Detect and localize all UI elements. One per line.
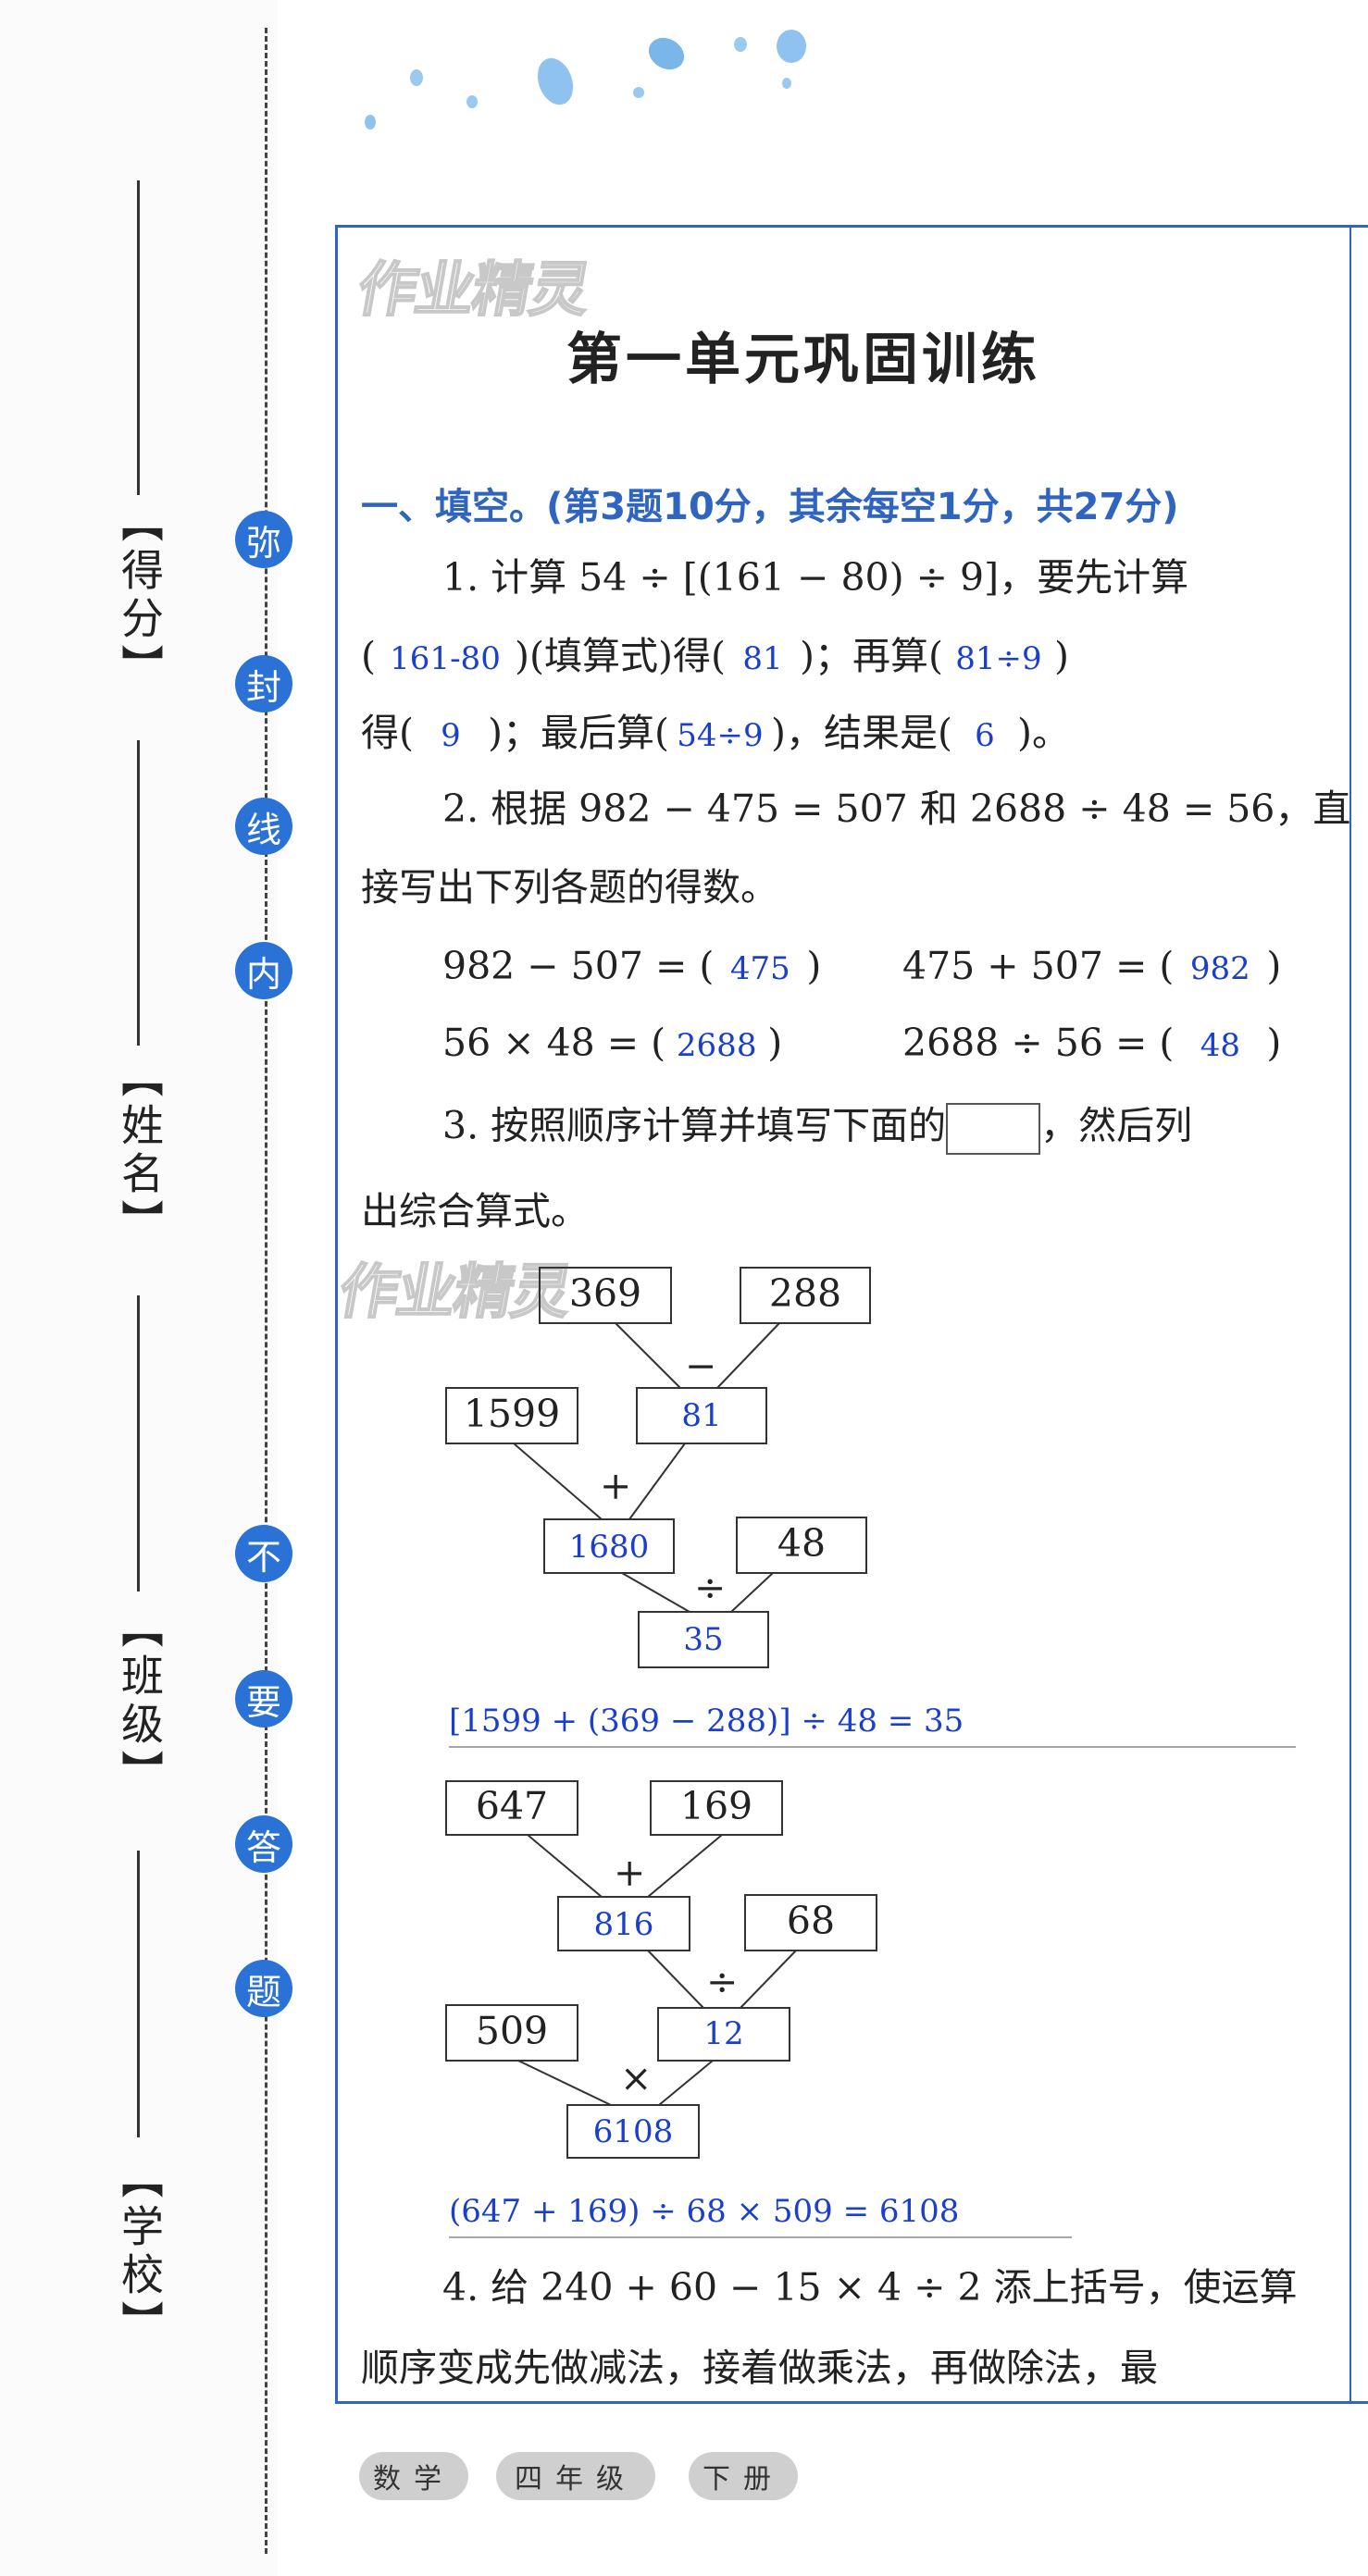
seal-char: 题	[235, 1960, 292, 2017]
tree-node: 509	[475, 2009, 549, 2053]
tree-answer: 81	[681, 1397, 722, 1434]
seal-char: 要	[235, 1670, 292, 1728]
q2-expr2: 475 + 507 = (982)	[902, 944, 1282, 988]
tree-operator: +	[600, 1464, 632, 1508]
answer-value: 48	[1200, 1027, 1240, 1064]
margin-rule	[137, 1851, 140, 2137]
answer-value: 475	[729, 950, 790, 987]
tree-answer: 12	[703, 2015, 744, 2052]
q4-line2: 顺序变成先做减法，接着做乘法，再做除法，最	[361, 2346, 1158, 2390]
q3-line2: 出综合算式。	[361, 1189, 589, 1233]
tree-answer: 816	[593, 1906, 654, 1943]
seal-dashed-line	[265, 28, 267, 2554]
footer-volume: 下册	[689, 2452, 798, 2500]
footer-grade: 四年级	[496, 2452, 655, 2500]
page-title: 第一单元巩固训练	[566, 328, 1040, 392]
formula-answer: (647 + 169) ÷ 68 × 509 = 6108	[449, 2193, 960, 2230]
formula-answer: [1599 + (369 − 288)] ÷ 48 = 35	[449, 1703, 964, 1740]
leaves-decoration-icon	[365, 30, 806, 130]
tree-answer: 1680	[568, 1529, 650, 1566]
class-label: 【班级】	[115, 1605, 165, 1798]
q3-line1: 3. 按照顺序计算并填写下面的，然后列	[442, 1103, 1192, 1155]
q2-expr4: 2688 ÷ 56 = (48)	[902, 1021, 1282, 1065]
q1-line1: 1. 计算 54 ÷ [(161 − 80) ÷ 9]，要先计算	[442, 555, 1189, 600]
seal-char: 答	[235, 1815, 292, 1873]
tree-answer: 35	[683, 1621, 724, 1658]
seal-char: 不	[235, 1525, 292, 1582]
section-heading: 一、填空。(第3题10分，其余每空1分，共27分)	[361, 486, 1179, 528]
seal-char: 弥	[235, 511, 292, 568]
tree-node: 68	[786, 1899, 836, 1943]
score-label: 【得分】	[115, 500, 165, 692]
tree-node: 169	[679, 1784, 753, 1828]
q1-line2: (161-80)(填算式)得(81)；再算(81÷9)	[361, 634, 1069, 678]
content-frame	[335, 225, 1368, 2404]
tree-node: 48	[777, 1521, 827, 1566]
tree-operator: ×	[620, 2056, 653, 2100]
answer-value: 81÷9	[955, 640, 1042, 677]
answer-value: 9	[441, 717, 461, 754]
margin-rule	[137, 740, 140, 1046]
content-frame-edge	[1349, 225, 1351, 2404]
q4-line1: 4. 给 240 + 60 − 15 × 4 ÷ 2 添上括号，使运算	[442, 2265, 1298, 2310]
q2-line2: 接写出下列各题的得数。	[361, 865, 778, 910]
seal-char: 线	[235, 798, 292, 855]
school-label: 【学校】	[115, 2156, 165, 2348]
tree-operator: ÷	[694, 1566, 727, 1610]
seal-char: 内	[235, 942, 292, 999]
margin-rule	[137, 1295, 140, 1591]
tree-node: 647	[475, 1784, 549, 1828]
seal-char: 封	[235, 655, 292, 712]
answer-value: 982	[1189, 950, 1250, 987]
blank-box-icon	[946, 1103, 1041, 1155]
q2-expr3: 56 × 48 = (2688)	[442, 1021, 783, 1065]
answer-value: 2688	[676, 1027, 757, 1064]
name-label: 【姓名】	[115, 1055, 165, 1247]
tree-operator: −	[685, 1344, 717, 1388]
footer-subject: 数学	[359, 2452, 468, 2500]
q2-line1: 2. 根据 982 − 475 = 507 和 2688 ÷ 48 = 56，直	[442, 786, 1351, 831]
answer-value: 81	[742, 640, 783, 677]
tree-node: 288	[768, 1271, 842, 1316]
q1-line3: 得(9)；最后算(54÷9)，结果是(6)。	[361, 711, 1070, 755]
answer-value: 54÷9	[677, 717, 764, 754]
tree-node: 369	[568, 1271, 642, 1316]
tree-node: 1599	[463, 1392, 561, 1436]
tree-operator: ÷	[706, 1960, 739, 2004]
answer-value: 161-80	[390, 640, 501, 677]
answer-value: 6	[975, 717, 995, 754]
tree-operator: +	[614, 1851, 646, 1895]
margin-rule	[137, 180, 140, 495]
q2-expr1: 982 − 507 = (475)	[442, 944, 822, 988]
tree-answer: 6108	[592, 2113, 674, 2150]
